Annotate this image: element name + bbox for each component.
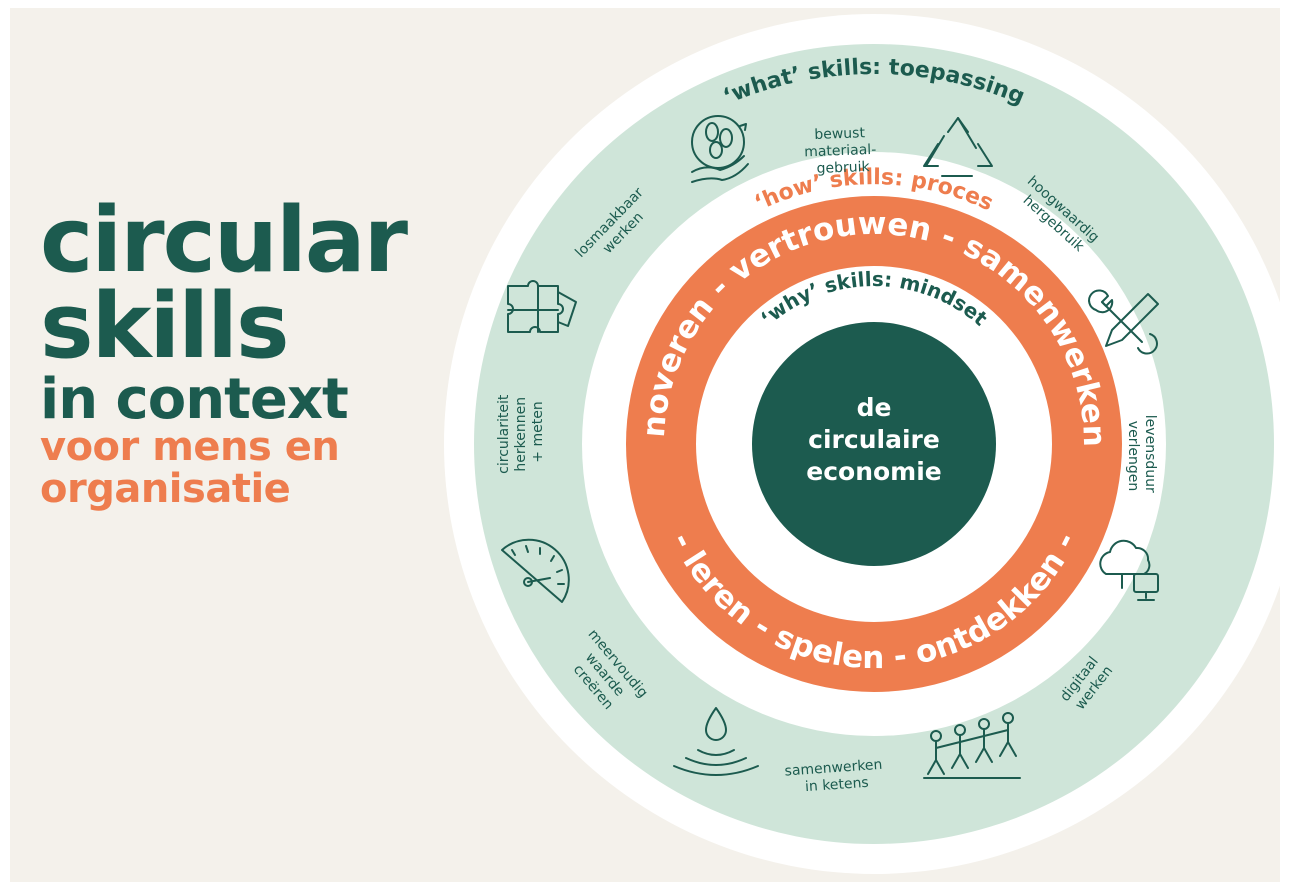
water-drop-ripple-icon <box>673 707 759 776</box>
cloud-computer-icon <box>1099 539 1159 601</box>
hand-with-seeds-icon <box>691 115 749 183</box>
puzzle-icon <box>507 280 577 333</box>
skills-diagram: ‘what’ skills: toepassing ‘how’ skills: … <box>10 8 1280 874</box>
subtitle-line-2: organisatie <box>40 466 291 513</box>
subtitle-line-1: voor mens en <box>40 424 340 471</box>
skill-bewust-label: bewust materiaal- gebruik <box>803 125 881 178</box>
skill-levensduur-label: levensduur verlengen <box>1125 415 1158 497</box>
skill-ketens-label: samenwerken in ketens <box>784 756 888 796</box>
title-block: circular skills in context voor mens en … <box>40 188 408 513</box>
center-label: de circulaire economie <box>806 393 942 486</box>
center-line-3: economie <box>806 457 942 486</box>
center-line-2: circulaire <box>808 425 940 454</box>
skill-circulariteit-label: circulariteit herkennen + meten <box>496 390 546 474</box>
infographic: circular skills in context voor mens en … <box>10 8 1280 882</box>
gauge-icon <box>501 538 570 603</box>
wrench-screwdriver-icon <box>1088 289 1159 355</box>
center-line-1: de <box>857 393 892 422</box>
title-line-1: circular <box>40 188 408 293</box>
title-line-2: skills <box>40 273 290 379</box>
people-chain-icon <box>923 712 1021 779</box>
center-circle <box>752 322 996 566</box>
title-line-3: in context <box>40 367 349 432</box>
recycle-arrows-icon <box>923 117 993 177</box>
